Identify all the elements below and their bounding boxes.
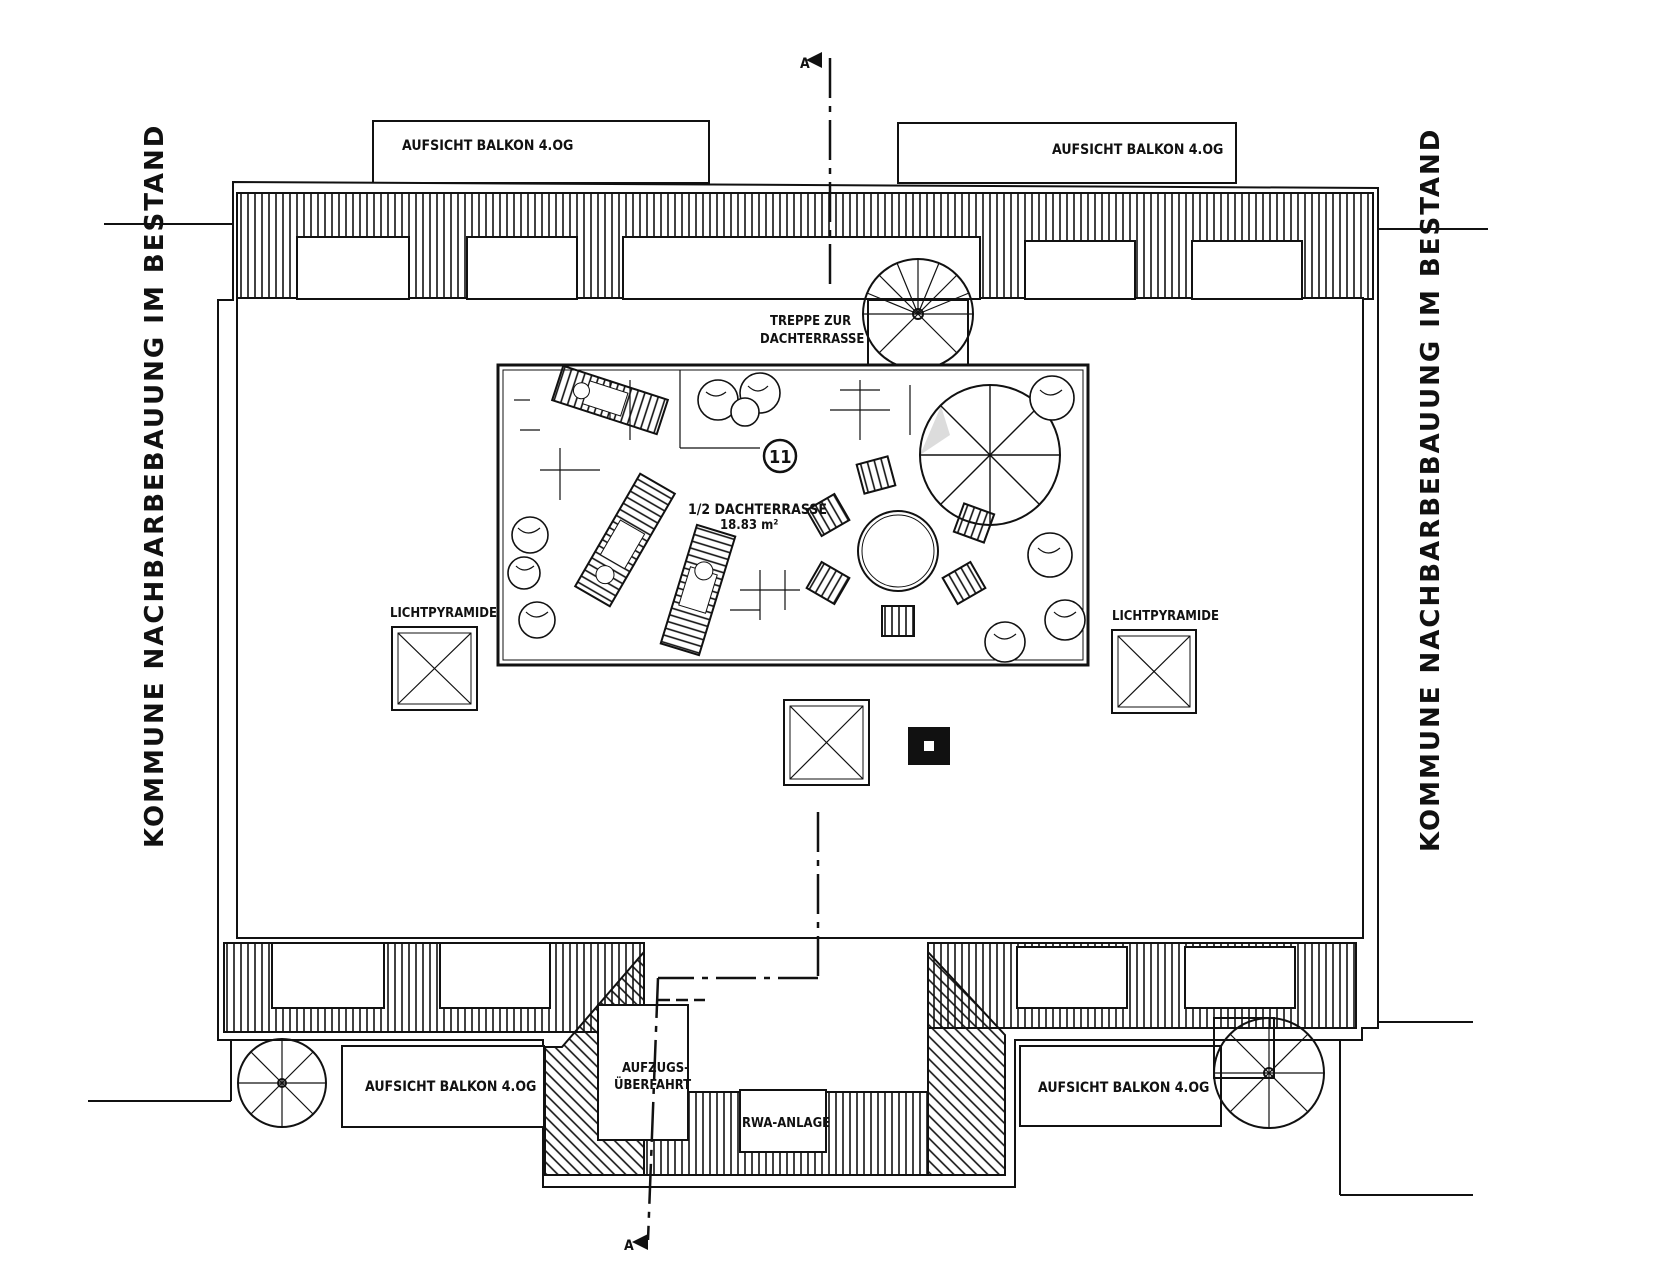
room-number: 11: [769, 447, 792, 468]
sun-lounger-icon: [659, 523, 737, 657]
balcony-bottom-right: [1019, 1045, 1222, 1127]
skylight-label-right: LICHTPYRAMIDE: [1112, 609, 1219, 624]
parasol-icon: [919, 384, 1061, 526]
section-line: [646, 58, 832, 1241]
skylight-pyramid-icon: [783, 699, 870, 786]
smoke-vent-box: [739, 1089, 827, 1153]
balcony-label-top-right: AUFSICHT BALKON 4.OG: [1052, 142, 1223, 158]
skylight-label-left: LICHTPYRAMIDE: [390, 606, 497, 621]
neighbor-label-right: KOMMUNE NACHBARBEBAUUNG IM BESTAND: [1416, 128, 1446, 852]
skylight-pyramid-icon: [1111, 629, 1197, 714]
neighbor-label-left: KOMMUNE NACHBARBEBAUUNG IM BESTAND: [140, 124, 170, 848]
round-table-icon: [857, 510, 939, 592]
elevator-label-2: ÜBERFAHRT: [614, 1077, 691, 1093]
terrace-area: 18.83 m²: [720, 518, 778, 533]
spiral-stair-top: [862, 258, 974, 370]
skylight-pyramid-icon: [391, 626, 478, 711]
section-label-bottom: A: [624, 1238, 634, 1254]
balcony-label-bottom-left: AUFSICHT BALKON 4.OG: [365, 1079, 536, 1095]
elevator-overrun-box: [597, 1004, 689, 1141]
balcony-top-right: [897, 122, 1237, 184]
chair-icon: [805, 455, 996, 637]
stair-label-1: TREPPE ZUR: [770, 314, 851, 329]
section-label-top: A: [800, 56, 810, 72]
sun-lounger-icon: [573, 472, 677, 608]
plant-detail: [515, 385, 1077, 640]
balcony-label-bottom-right: AUFSICHT BALKON 4.OG: [1038, 1080, 1209, 1096]
balcony-bottom-left: [341, 1045, 545, 1128]
balcony-label-top-left: AUFSICHT BALKON 4.OG: [402, 138, 573, 154]
bottom-windows: [271, 942, 1296, 1009]
stair-label-2: DACHTERRASSE: [760, 332, 864, 347]
smoke-vent-label: RWA-ANLAGE: [742, 1116, 830, 1131]
section-arrow-icon: A: [800, 52, 822, 72]
spiral-stair-bottom-right: [1213, 1017, 1325, 1129]
terrace-name: 1/2 DACHTERRASSE: [688, 502, 827, 518]
top-windows: [296, 236, 1303, 300]
room-number-circle: [762, 438, 798, 474]
plant-icon: [507, 372, 1086, 663]
section-arrow-icon: A: [624, 1234, 648, 1254]
sun-lounger-icon: [550, 364, 670, 436]
spiral-stair-bottom-left: [237, 1038, 327, 1128]
